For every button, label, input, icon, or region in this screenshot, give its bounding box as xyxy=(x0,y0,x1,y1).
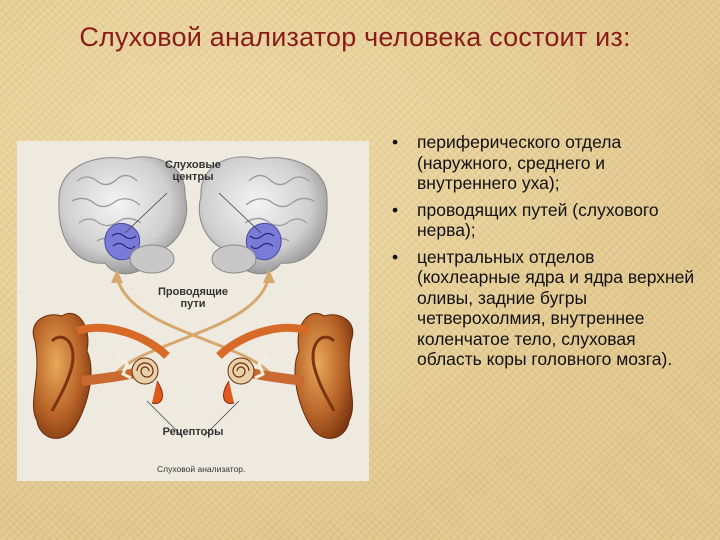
bullet-text: центральных отделов (кохлеарные ядра и я… xyxy=(417,246,695,370)
slide-title: Слуховой анализатор человека состоит из: xyxy=(79,22,631,52)
anatomy-illustration xyxy=(32,156,354,439)
label-pathways: Проводящие пути xyxy=(157,286,229,310)
bullet-item-peripheral: • периферического отдела (наружного, сре… xyxy=(392,132,702,194)
label-auditory-centers: Слуховые центры xyxy=(165,159,221,183)
left-ear-icon xyxy=(32,313,170,439)
bullet-text: периферического отдела (наружного, средн… xyxy=(417,132,622,193)
left-brain-icon xyxy=(58,156,188,275)
bullet-marker: • xyxy=(392,132,399,152)
bullet-item-pathways: • проводящих путей (слухового нерва); xyxy=(392,200,702,241)
bullet-list: • периферического отдела (наружного, сре… xyxy=(392,132,702,376)
figure-caption: Слуховой анализатор. xyxy=(157,464,246,474)
bullet-marker: • xyxy=(392,199,399,220)
bullet-item-central: • центральных отделов (кохлеарные ядра и… xyxy=(392,247,702,370)
bullet-marker: • xyxy=(392,246,399,267)
bullet-text: проводящих путей (слухового нерва); xyxy=(417,199,659,241)
auditory-analyzer-figure: Слуховые центры Проводящие пути Рецептор… xyxy=(17,141,369,481)
right-brain-icon xyxy=(198,156,328,275)
right-ear-icon xyxy=(216,313,354,439)
label-receptors: Рецепторы xyxy=(162,426,224,438)
